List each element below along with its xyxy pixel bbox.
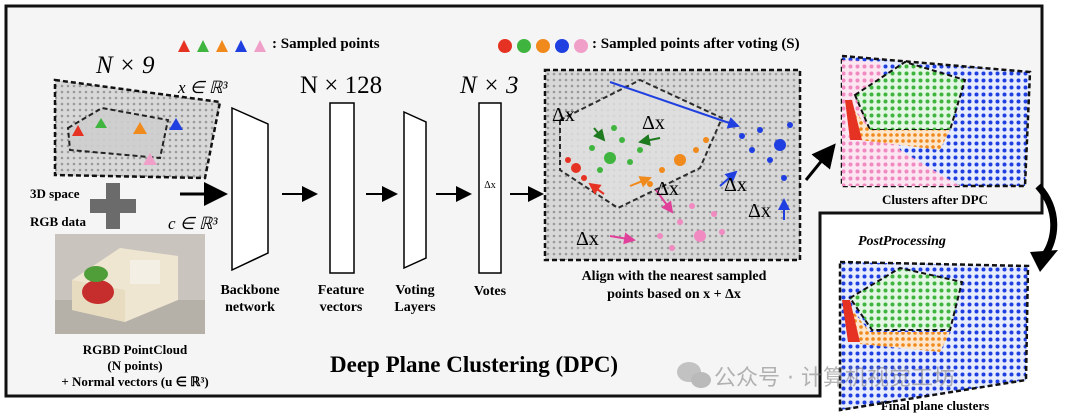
pointcloud-caption: RGBD PointCloud (N points) + Normal vect… [61,342,209,389]
x-domain: x ∈ ℝ³ [178,78,228,97]
voting-visualization [543,68,802,262]
clusters-after-dpc-label: Clusters after DPC [882,192,988,207]
legend-triangles [178,40,266,52]
clusters-after-dpc-image [840,54,1032,188]
delta-label-5: Δx [748,200,771,222]
watermark: 公众号 · 计算机视觉工坊 [714,366,955,391]
dim-n128: N × 128 [300,72,383,99]
page-title: Deep Plane Clustering (DPC) [330,352,619,377]
input-point-cloud [53,78,222,180]
delta-label-4: Δx [724,174,747,196]
dim-n3: N × 3 [460,72,519,99]
feature-vectors-block [329,102,355,274]
final-clusters-label: Final plane clusters [880,398,990,413]
delta-label-1: Δx [552,104,575,126]
dim-n9: N × 9 [96,52,155,79]
delta-label-2: Δx [642,112,665,134]
postprocessing-label: PostProcessing [858,234,946,249]
votes-label: Votes [473,284,507,299]
delta-label-3: Δx [656,178,679,200]
legend-circles [498,39,588,53]
legend-sampled-points: : Sampled points [272,36,380,52]
wechat-icon [677,362,711,388]
voting-layers-block [403,110,427,270]
legend-sampled-after-voting: : Sampled points after voting (S) [592,36,800,52]
votes-delta-label: Δx [484,180,496,191]
rgb-photo [55,234,205,334]
backbone-network-block [231,106,269,272]
delta-label-6: Δx [576,228,599,250]
label-3d-space: 3D space [30,186,80,201]
final-plane-clusters-image [838,260,1030,412]
label-rgb-data: RGB data [30,214,86,229]
c-domain: c ∈ ℝ³ [168,214,218,233]
votes-block [478,102,502,274]
